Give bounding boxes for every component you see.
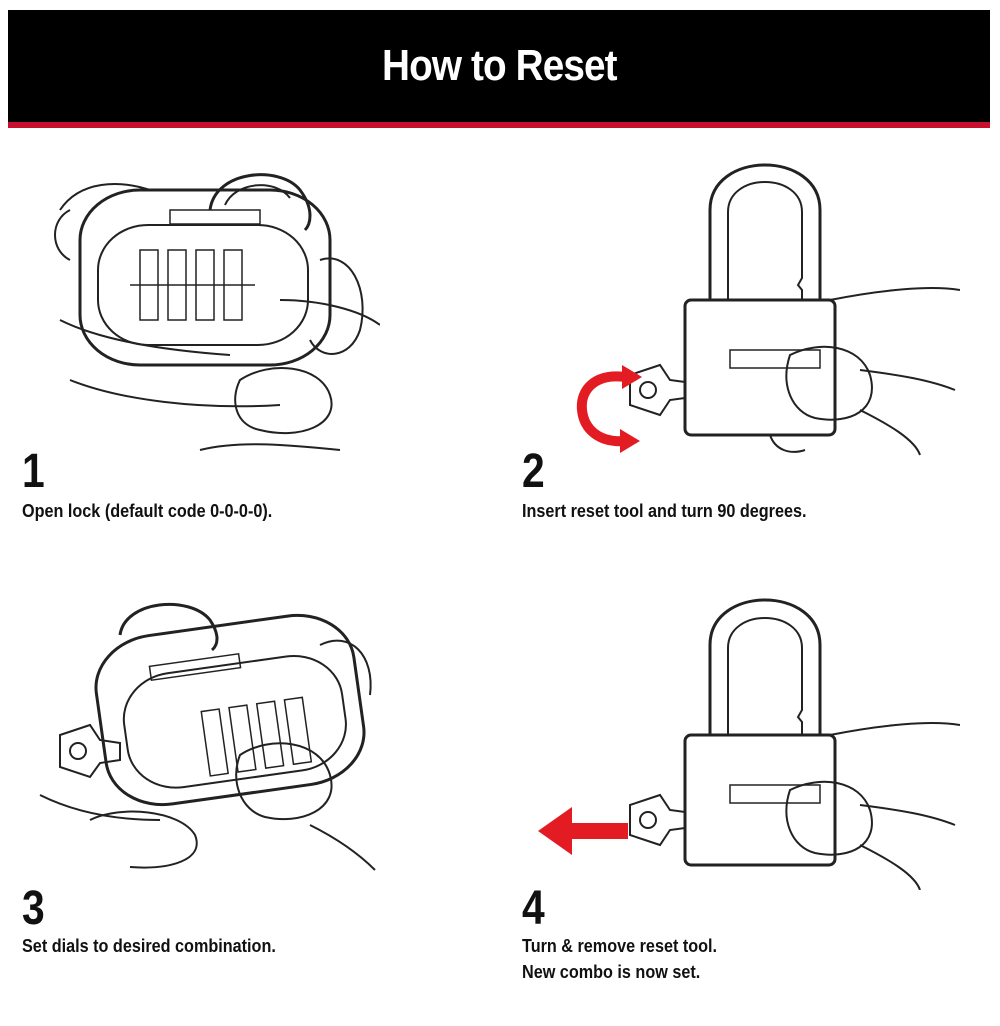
step-2-number: 2 — [522, 445, 545, 498]
step-4-illustration — [530, 590, 960, 890]
rotate-arrow-icon — [576, 365, 642, 453]
step-4-caption: Turn & remove reset tool. New combo is n… — [522, 933, 717, 985]
step-2-caption: Insert reset tool and turn 90 degrees. — [522, 498, 806, 524]
step-3-caption-line: Set dials to desired combination. — [22, 936, 276, 956]
accent-divider — [8, 122, 990, 128]
step-4-number: 4 — [522, 882, 545, 935]
step-3-caption: Set dials to desired combination. — [22, 933, 276, 959]
title-banner: How to Reset — [8, 10, 990, 122]
step-1-number: 1 — [22, 445, 45, 498]
page-title: How to Reset — [381, 41, 618, 90]
step-1-caption: Open lock (default code 0-0-0-0). — [22, 498, 272, 524]
step-4-caption-line-2: New combo is now set. — [522, 962, 701, 982]
step-2-caption-line: Insert reset tool and turn 90 degrees. — [522, 501, 807, 521]
step-3-illustration — [30, 595, 380, 875]
step-2-illustration — [560, 150, 960, 460]
step-3-number: 3 — [22, 882, 45, 935]
step-4-caption-line-1: Turn & remove reset tool. — [522, 936, 718, 956]
step-1-illustration — [40, 150, 380, 470]
step-1-caption-line: Open lock (default code 0-0-0-0). — [22, 501, 273, 521]
arrow-left-icon — [538, 807, 628, 855]
